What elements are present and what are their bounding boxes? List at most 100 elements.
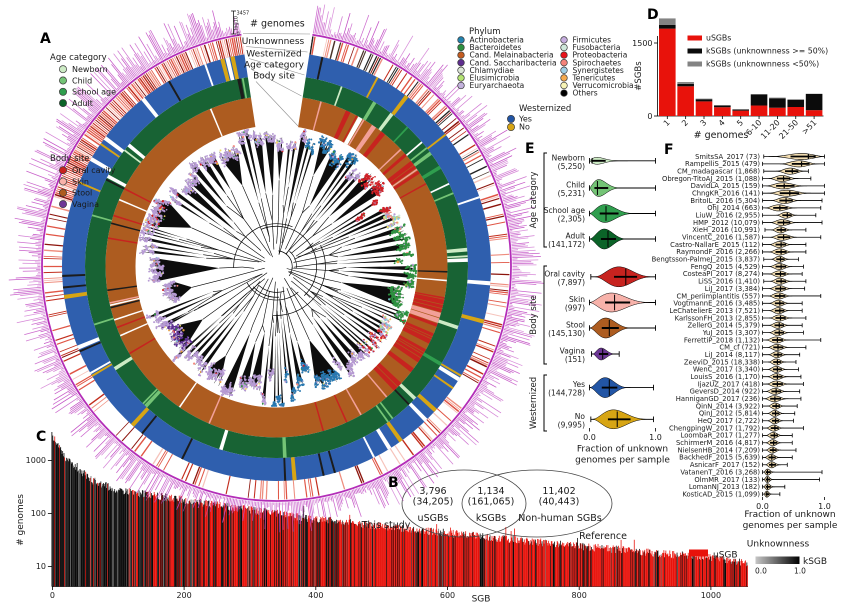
a-tree-branch bbox=[295, 249, 306, 257]
a-unknownness-streak bbox=[391, 69, 403, 86]
a-tree-wedge bbox=[145, 245, 204, 255]
a-genome-bar bbox=[47, 336, 52, 338]
a-unknownness-streak bbox=[292, 480, 296, 499]
c-bar bbox=[346, 519, 347, 587]
a-ring-streak bbox=[417, 270, 448, 273]
c-bar bbox=[596, 547, 598, 587]
a-genome-bar bbox=[499, 188, 503, 190]
c-bar bbox=[440, 535, 442, 587]
a-genome-bar bbox=[376, 479, 390, 506]
a-genome-bar bbox=[128, 451, 131, 456]
a-genome-bar bbox=[100, 64, 122, 89]
a-genome-bar bbox=[468, 128, 472, 131]
c-bar bbox=[259, 512, 261, 587]
a-genome-bar bbox=[40, 348, 56, 356]
c-bar bbox=[575, 542, 577, 587]
c-bar bbox=[621, 553, 623, 587]
a-unknownness-streak bbox=[207, 43, 215, 62]
a-tree-tip-dot bbox=[395, 229, 398, 232]
c-bar bbox=[325, 521, 327, 587]
a-genome-bar bbox=[72, 108, 91, 123]
a-tree-tip-dot bbox=[173, 358, 176, 361]
a-unknownness-streak bbox=[111, 101, 126, 116]
c-bar bbox=[692, 558, 694, 587]
a-tree-tip-dot bbox=[353, 362, 356, 365]
c-bar bbox=[539, 540, 541, 587]
a-unknownness-streak bbox=[75, 147, 92, 159]
a-tree-tip-dot bbox=[321, 145, 325, 148]
a-tree-tip-dot bbox=[354, 159, 358, 162]
c-bar bbox=[614, 546, 616, 587]
a-unknownness-streak bbox=[488, 299, 507, 304]
a-genome-bar bbox=[95, 438, 116, 460]
a-tree-tip-dot bbox=[315, 374, 318, 377]
a-genome-bar bbox=[77, 86, 102, 109]
a-genome-bar bbox=[412, 458, 422, 472]
c-bar bbox=[203, 500, 205, 587]
c-bar bbox=[583, 550, 584, 587]
a-tree-tip-dot bbox=[346, 362, 349, 365]
a-genome-bar bbox=[471, 124, 486, 135]
a-tree-tip-dot bbox=[408, 280, 412, 284]
c-bar bbox=[52, 435, 54, 587]
a-genome-bar bbox=[232, 498, 236, 514]
c-bar bbox=[306, 519, 308, 587]
c-bar bbox=[590, 550, 592, 587]
a-unknownness-streak bbox=[107, 105, 122, 120]
a-ring-streak bbox=[91, 214, 112, 222]
c-y-axis-title: # genomes bbox=[16, 494, 26, 546]
a-unknownness-streak bbox=[115, 421, 130, 436]
c-bar bbox=[312, 520, 314, 587]
a-tree-tip-dot bbox=[348, 371, 351, 374]
a-unknownness-streak bbox=[159, 64, 170, 81]
a-genome-bar bbox=[31, 158, 61, 172]
a-genome-bar bbox=[487, 371, 491, 375]
c-bar bbox=[564, 546, 565, 587]
a-genome-bar bbox=[17, 241, 42, 245]
a-tree-arc bbox=[260, 225, 317, 296]
a-unknownness-streak bbox=[371, 57, 382, 75]
a-tree-tip-dot bbox=[377, 182, 379, 185]
a-genome-bar bbox=[495, 169, 517, 179]
c-bar bbox=[76, 462, 78, 587]
a-unknownness-streak bbox=[54, 195, 73, 203]
a-tree-wedge bbox=[310, 297, 368, 350]
c-bar bbox=[303, 505, 305, 587]
a-tree-tip-dot bbox=[220, 386, 223, 389]
c-bar bbox=[523, 539, 525, 587]
a-unknownness-streak bbox=[74, 149, 92, 160]
a-genome-bar bbox=[403, 65, 407, 69]
c-bar bbox=[323, 517, 324, 587]
a-tree-tip-dot bbox=[230, 390, 233, 393]
a-tree-tip-dot bbox=[186, 335, 189, 338]
c-bar bbox=[499, 541, 501, 587]
a-genome-bar bbox=[423, 450, 426, 454]
a-tree-tip-dot bbox=[157, 279, 160, 282]
c-bar bbox=[446, 534, 447, 587]
a-ring-streak bbox=[119, 322, 148, 337]
a-tree-tip-dot bbox=[294, 147, 297, 150]
a-tree-tip-dot bbox=[290, 149, 293, 152]
c-bar bbox=[211, 505, 213, 587]
a-tree-branch bbox=[212, 290, 223, 296]
c-bar bbox=[168, 495, 170, 587]
a-tree-tip-dot bbox=[392, 237, 396, 240]
c-bar bbox=[240, 506, 241, 587]
a-tree-tip-dot bbox=[393, 295, 397, 299]
c-bar bbox=[388, 525, 390, 587]
c-bar bbox=[399, 529, 401, 587]
a-tree-tip-dot bbox=[284, 375, 287, 378]
a-tree-wedge bbox=[184, 183, 237, 232]
a-tree-tip-dot bbox=[393, 218, 397, 221]
a-tree-tip-dot bbox=[218, 378, 221, 381]
a-genome-bar bbox=[511, 246, 535, 250]
c-bar bbox=[518, 543, 520, 587]
c-bar bbox=[531, 538, 533, 587]
a-tree-branch bbox=[278, 213, 284, 255]
a-genome-bar bbox=[18, 246, 42, 250]
a-genome-bar bbox=[164, 52, 168, 58]
a-genome-bar bbox=[188, 485, 190, 489]
a-genome-bar bbox=[110, 78, 121, 90]
a-unknownness-streak bbox=[389, 68, 401, 85]
a-tree-tip-dot bbox=[156, 311, 159, 315]
